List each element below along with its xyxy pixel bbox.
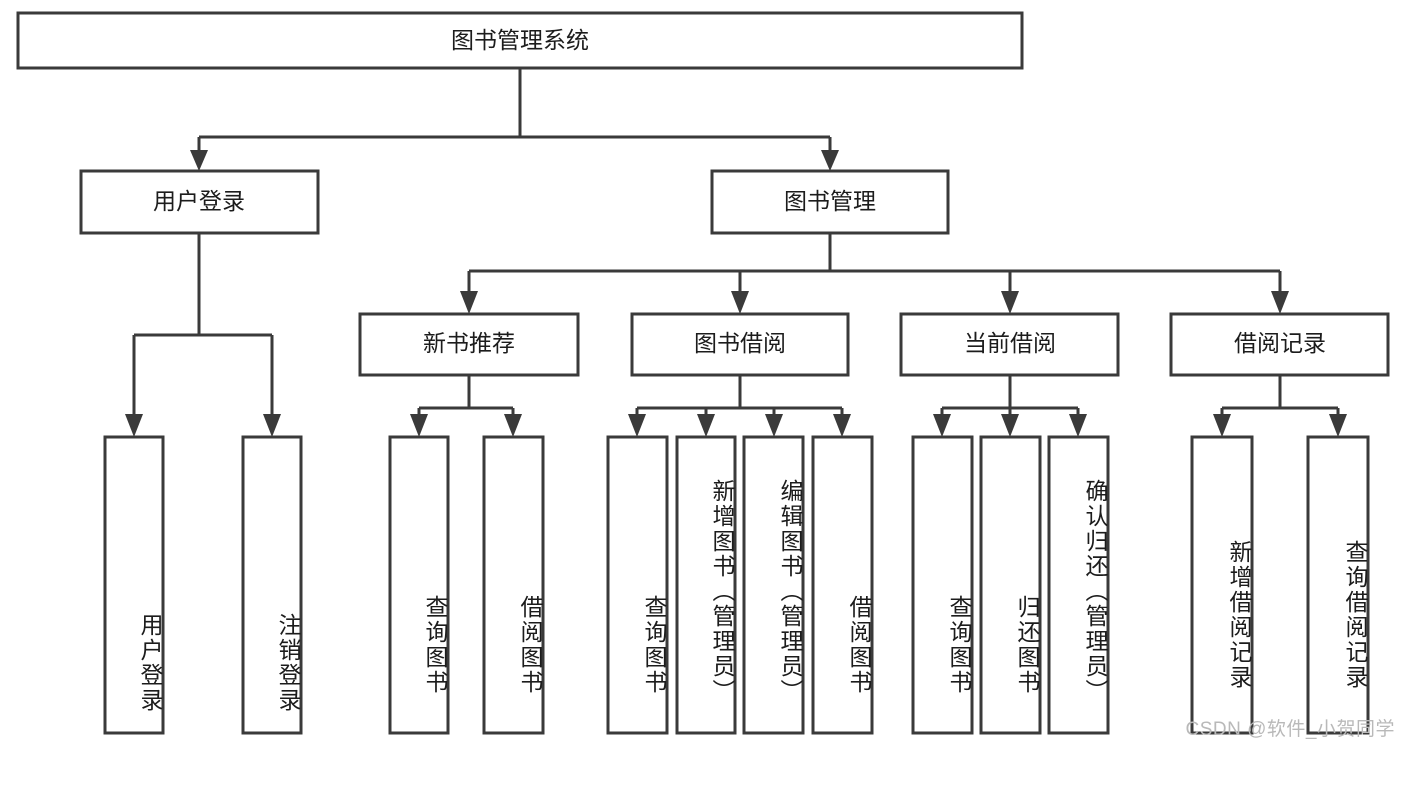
- node-borrow-record-label: 借阅记录: [1234, 330, 1326, 356]
- node-leaf-return-book-box[interactable]: [979, 435, 1042, 735]
- edge-currentborrow-to-leaves: [933, 375, 1087, 437]
- node-leaf-add-record-box[interactable]: [1190, 435, 1254, 735]
- edge-borrowrecord-to-leaves: [1213, 375, 1347, 437]
- node-leaf-borrow-book-1-box[interactable]: [482, 435, 545, 735]
- node-leaf-edit-book-box[interactable]: [742, 435, 805, 735]
- node-leaf-borrow-book-2-box[interactable]: [811, 435, 874, 735]
- node-leaf-query-book-2-box[interactable]: [606, 435, 669, 735]
- node-borrow-record[interactable]: 借阅记录: [1169, 312, 1390, 377]
- org-chart-diagram: 图书管理系统 用户登录 图书管理 新书推荐 图书借阅 当前借阅 借阅记录: [16, 11, 1395, 740]
- node-root-label: 图书管理系统: [451, 27, 589, 53]
- node-book-borrow[interactable]: 图书借阅: [630, 312, 850, 377]
- node-user-login-label: 用户登录: [153, 188, 245, 214]
- node-root-box[interactable]: [16, 11, 1024, 70]
- node-leaf-query-record-box[interactable]: [1306, 435, 1370, 735]
- arrow-head-icon: [821, 150, 839, 171]
- diagram-canvas: 图书管理系统 用户登录 图书管理 新书推荐 图书借阅 当前借阅 借阅记录: [16, 11, 1390, 735]
- arrow-head-icon: [1001, 291, 1019, 314]
- watermark-text: CSDN @软件_小贺同学: [1185, 719, 1395, 740]
- arrow-head-icon: [190, 150, 208, 171]
- node-root[interactable]: 图书管理系统: [16, 11, 1024, 70]
- arrow-head-icon: [1213, 414, 1231, 437]
- arrow-head-icon: [628, 414, 646, 437]
- node-book-management-label: 图书管理: [784, 188, 876, 214]
- arrow-head-icon: [765, 414, 783, 437]
- edge-userlogin-to-leaves: [125, 233, 281, 437]
- node-leaf-user-login-box[interactable]: [103, 435, 165, 735]
- node-leaf-query-book-3-box[interactable]: [911, 435, 974, 735]
- node-current-borrow-box[interactable]: [899, 312, 1120, 377]
- arrow-head-icon: [460, 291, 478, 314]
- arrow-head-icon: [504, 414, 522, 437]
- arrow-head-icon: [125, 414, 143, 437]
- node-leaf-add-book-box[interactable]: [675, 435, 737, 735]
- node-new-book-recommend-label: 新书推荐: [423, 330, 515, 356]
- node-book-management-box[interactable]: [710, 169, 950, 235]
- arrow-head-icon: [731, 291, 749, 314]
- arrow-head-icon: [1069, 414, 1087, 437]
- arrow-head-icon: [833, 414, 851, 437]
- connector-layer: [125, 68, 1347, 437]
- node-leaf-query-book-1-box[interactable]: [388, 435, 450, 735]
- node-current-borrow-label: 当前借阅: [964, 330, 1056, 356]
- arrow-head-icon: [1001, 414, 1019, 437]
- arrow-head-icon: [410, 414, 428, 437]
- edge-newbook-to-leaves: [410, 375, 522, 437]
- arrow-head-icon: [1271, 291, 1289, 314]
- arrow-head-icon: [697, 414, 715, 437]
- edge-bookborrow-to-leaves: [628, 375, 851, 437]
- arrow-head-icon: [933, 414, 951, 437]
- node-current-borrow[interactable]: 当前借阅: [899, 312, 1120, 377]
- node-new-book-recommend[interactable]: 新书推荐: [358, 312, 580, 377]
- node-user-login-box[interactable]: [79, 169, 320, 235]
- leaf-box-layer: [103, 435, 1370, 735]
- node-leaf-logout-box[interactable]: [241, 435, 303, 735]
- node-user-login[interactable]: 用户登录: [79, 169, 320, 235]
- node-book-borrow-label: 图书借阅: [694, 330, 786, 356]
- arrow-head-icon: [263, 414, 281, 437]
- node-new-book-recommend-box[interactable]: [358, 312, 580, 377]
- edge-bookmgmt-to-level3: [460, 233, 1289, 314]
- node-book-borrow-box[interactable]: [630, 312, 850, 377]
- arrow-head-icon: [1329, 414, 1347, 437]
- node-borrow-record-box[interactable]: [1169, 312, 1390, 377]
- node-leaf-confirm-return-box[interactable]: [1047, 435, 1110, 735]
- node-book-management[interactable]: 图书管理: [710, 169, 950, 235]
- edge-root-to-level2: [190, 68, 839, 171]
